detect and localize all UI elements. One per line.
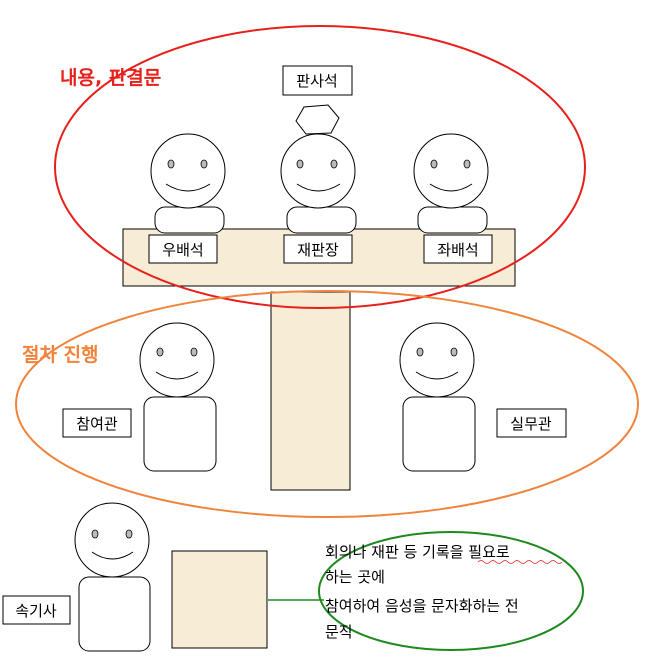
eye (200, 159, 208, 169)
body (78, 576, 151, 652)
mouth (415, 371, 459, 380)
svg-text:참여관: 참여관 (76, 415, 118, 433)
practical-officer (399, 322, 476, 472)
head (280, 133, 356, 209)
eye (330, 159, 338, 169)
head (399, 322, 475, 398)
participant-officer (139, 322, 217, 472)
green-description-ellipse (318, 531, 584, 651)
procedure-title: 절차 진행 (22, 344, 99, 366)
body (286, 206, 357, 234)
left-associate-judge (413, 133, 489, 234)
presiding-judge-label: 재판장 (283, 234, 353, 264)
eye (416, 347, 424, 357)
right-associate-judge (150, 133, 226, 234)
eye (167, 159, 175, 169)
eye (450, 347, 458, 357)
red-group-ellipse (54, 25, 586, 309)
mouth (155, 371, 199, 380)
eye (91, 529, 99, 539)
stenographer-desk (171, 550, 268, 649)
officer-label: 실무관 (496, 408, 567, 438)
description-line-3: 참여하여 음성을 문자화하는 전 (325, 597, 519, 615)
svg-text:좌배석: 좌배석 (437, 241, 478, 259)
mouth (91, 551, 134, 560)
eye (156, 347, 164, 357)
head (413, 133, 489, 209)
spellcheck-underline (477, 560, 563, 564)
body (417, 206, 488, 234)
head (139, 322, 215, 398)
content-judgment-title: 내용, 판결문 (60, 67, 161, 89)
head (74, 502, 150, 578)
description-line-2: 하는 곳에 (325, 568, 385, 586)
eye (190, 347, 198, 357)
judge-area-label: 판사석 (282, 65, 353, 96)
body (154, 206, 225, 234)
hat-icon (295, 104, 340, 135)
head (150, 133, 226, 209)
eye (430, 159, 438, 169)
stenographer (74, 502, 151, 652)
body (143, 396, 217, 472)
svg-text:판사석: 판사석 (296, 72, 337, 90)
svg-text:우배석: 우배석 (162, 241, 203, 259)
svg-text:속기사: 속기사 (15, 602, 57, 620)
mouth (296, 183, 341, 192)
description-line-1: 회의나 재판 등 기록을 필요로 (325, 543, 510, 561)
stenographer-label: 속기사 (2, 595, 71, 625)
presiding-judge (280, 104, 357, 234)
right-associate-label: 우배석 (148, 234, 218, 264)
mouth (429, 183, 473, 192)
left-associate-label: 좌배석 (423, 234, 493, 264)
svg-text:재판장: 재판장 (297, 241, 339, 259)
mouth (165, 183, 211, 192)
eye (125, 529, 133, 539)
center-desk (270, 291, 351, 491)
eye (296, 159, 304, 169)
orange-group-ellipse (15, 290, 639, 518)
description-line-4: 문직 (325, 623, 353, 641)
body (402, 396, 476, 472)
svg-text:실무관: 실무관 (510, 415, 552, 433)
participant-label: 참여관 (62, 408, 132, 438)
eye (463, 159, 471, 169)
